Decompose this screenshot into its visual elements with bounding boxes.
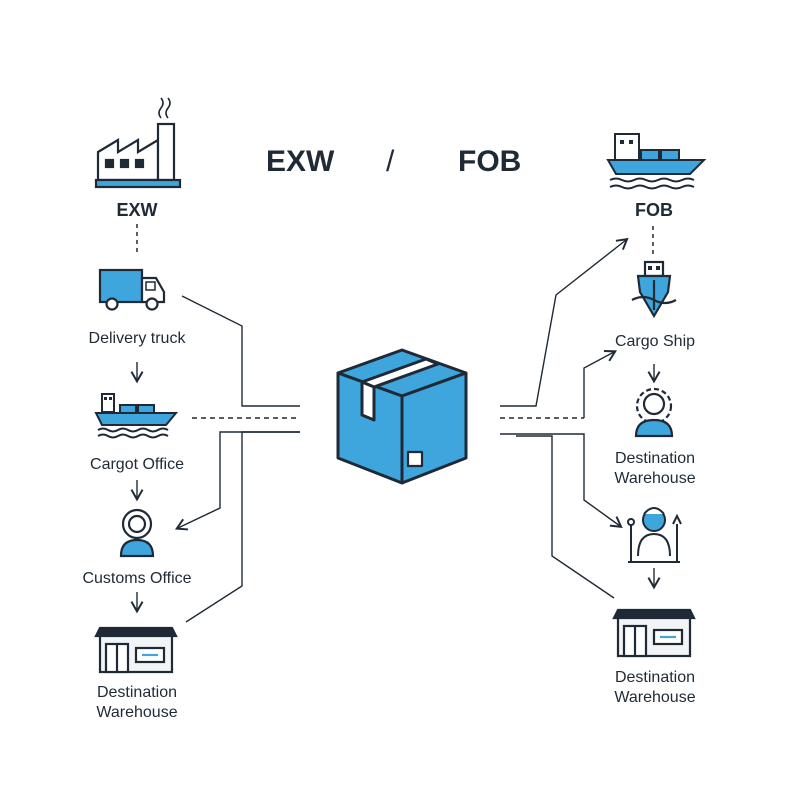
left-origin-label: EXW xyxy=(116,200,158,220)
right-origin-label: FOB xyxy=(635,200,673,220)
left-step-label-cargo: Cargot Office xyxy=(90,456,184,473)
flow-arrow xyxy=(500,433,623,528)
right-step-label-ship: Cargo Ship xyxy=(614,333,696,350)
header-right-term: FOB xyxy=(458,145,522,178)
left-step-label-customs: Customs Office xyxy=(82,570,192,587)
delivery-truck-icon xyxy=(98,268,166,311)
header-separator: / xyxy=(386,145,395,178)
left-step-label-truck: Delivery truck xyxy=(88,330,186,347)
package-box-icon xyxy=(336,348,468,485)
ship-icon xyxy=(606,133,707,190)
warehouse-icon xyxy=(94,626,178,674)
flow-line xyxy=(181,295,300,407)
right-step-label-warehouse-2: Destination Warehouse xyxy=(614,669,696,706)
worker-tools-icon xyxy=(627,507,682,563)
factory-icon xyxy=(94,97,182,189)
header-left-term: EXW xyxy=(266,145,335,178)
cargo-ship-icon xyxy=(94,393,179,439)
warehouse-icon-right xyxy=(612,608,696,658)
flow-line xyxy=(185,431,300,623)
right-step-label-warehouse-1: Destination Warehouse xyxy=(614,450,696,487)
flow-arrow xyxy=(500,237,629,407)
flow-arrow xyxy=(583,350,617,418)
left-step-label-warehouse: Destination Warehouse xyxy=(96,684,178,721)
ship-bow-icon xyxy=(631,260,677,319)
customs-officer-icon xyxy=(119,508,155,558)
flow-arrow xyxy=(174,431,300,531)
flow-line xyxy=(516,435,615,599)
worker-gear-icon xyxy=(634,387,674,438)
